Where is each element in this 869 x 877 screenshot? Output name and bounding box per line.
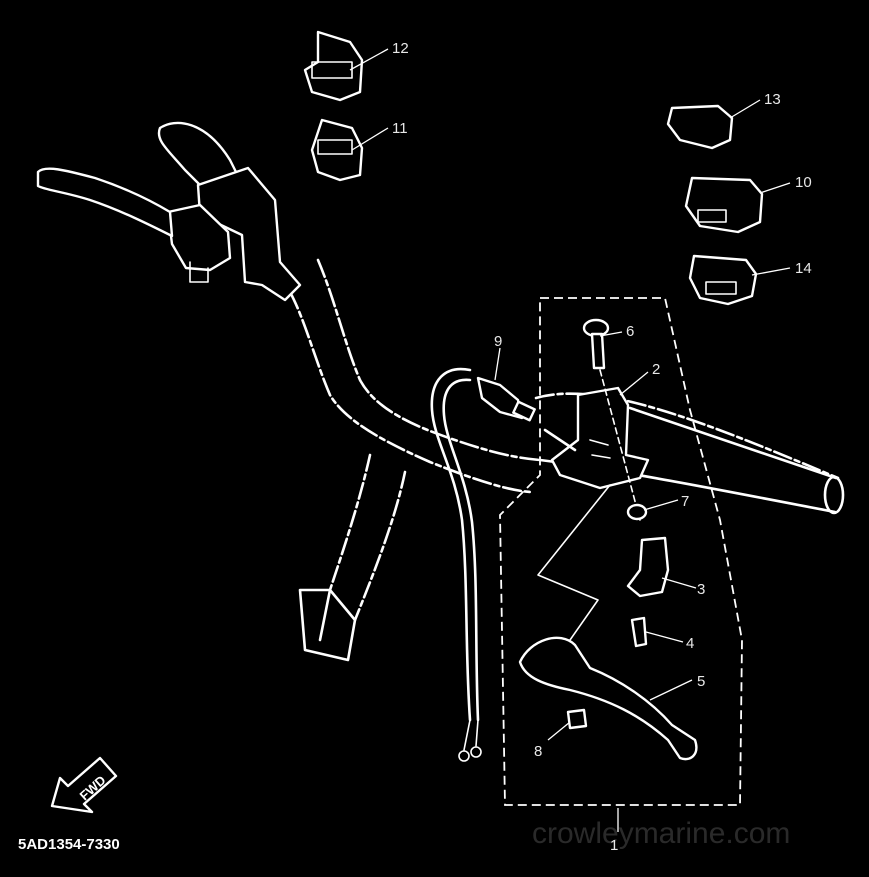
- switch-housing-12: [303, 30, 364, 102]
- screw-4: [630, 616, 648, 648]
- nut-8: [566, 708, 588, 730]
- callout-5: 5: [697, 673, 705, 690]
- callout-1: 1: [610, 837, 618, 854]
- switch-3: [626, 536, 670, 598]
- callout-8: 8: [534, 743, 542, 760]
- clutch-lever-5: [518, 636, 698, 761]
- callout-2: 2: [652, 361, 660, 378]
- switch-housing-13: [666, 104, 734, 150]
- left-switch-assembly: [36, 121, 302, 302]
- clutch-cable: [430, 367, 536, 762]
- callout-14: 14: [795, 260, 812, 277]
- callout-10: 10: [795, 174, 812, 191]
- switch-housing-10: [684, 176, 764, 234]
- callout-4: 4: [686, 635, 694, 652]
- part-code: 5AD1354-7330: [18, 836, 120, 853]
- switch-housing-14: [688, 254, 758, 306]
- callout-12: 12: [392, 40, 409, 57]
- callout-9: 9: [494, 333, 502, 350]
- callout-11: 11: [392, 120, 408, 137]
- callout-7: 7: [681, 493, 689, 510]
- callout-3: 3: [697, 581, 705, 598]
- explosion-line: [537, 484, 611, 641]
- switch-housing-11: [310, 118, 364, 182]
- nut-7: [626, 503, 648, 521]
- leader-lines: [349, 48, 791, 832]
- callout-13: 13: [764, 91, 781, 108]
- watermark: crowleymarine.com: [532, 817, 790, 850]
- lever-assembly-outline: [499, 297, 743, 806]
- callout-6: 6: [626, 323, 634, 340]
- bolt-6: [582, 318, 641, 521]
- fwd-arrow-icon: FWD: [50, 756, 118, 814]
